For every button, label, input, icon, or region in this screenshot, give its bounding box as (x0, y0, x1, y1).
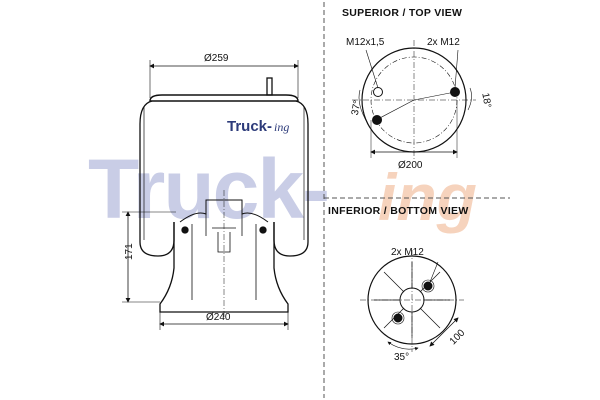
angle-arc-left (358, 89, 369, 125)
view-separators (323, 2, 510, 398)
mounting-bolt-right (450, 87, 460, 97)
top-view (352, 40, 476, 160)
piston-bolt-left (181, 226, 189, 234)
spacing-dimension-line (429, 317, 459, 347)
bottom-diameter-label: Ø240 (206, 312, 231, 323)
piston-bolt-right (259, 226, 267, 234)
bottom-bolt-upper (423, 281, 433, 291)
watermark-main: Truck- (88, 142, 328, 236)
height-label: 171 (124, 243, 135, 260)
angle-arc-right (467, 87, 472, 111)
bellows-inner (143, 106, 305, 240)
watermark: Truck- ing (88, 142, 477, 236)
angle-arc-bottom (387, 341, 419, 351)
leader-bottom-thread (429, 261, 439, 283)
bottom-bolt-lower (393, 313, 403, 323)
leader-thread-pair (454, 49, 459, 89)
spacing-label: 100 (448, 327, 468, 347)
angle-ray-left (375, 99, 415, 121)
bottom-view (360, 250, 464, 352)
angle-ray-right (413, 91, 456, 101)
leader-thread-center (365, 49, 379, 89)
mounting-bolt-left (372, 115, 382, 125)
top-view-title: SUPERIOR / TOP VIEW (342, 7, 462, 19)
angle-right-label: 18° (479, 92, 492, 109)
bottom-bolt-upper-ring (421, 279, 435, 293)
top-plate (149, 94, 299, 102)
bottom-view-title: INFERIOR / BOTTOM VIEW (328, 205, 469, 217)
bottom-angle-label: 35° (394, 352, 409, 363)
logo-suffix: ing (274, 120, 289, 134)
side-view (122, 60, 309, 330)
bottom-thread-pair-label: 2x M12 (391, 247, 424, 258)
thread-pair-label: 2x M12 (427, 37, 460, 48)
pitch-diameter-label: Ø200 (398, 160, 423, 171)
center-thread-hole (373, 87, 383, 97)
piston-internal-lines (191, 214, 257, 300)
brand-logo: Truck- ing (227, 118, 289, 135)
angle-left-label: 37° (350, 99, 363, 116)
bellows-outline (139, 100, 309, 257)
top-diameter-label: Ø259 (204, 53, 229, 64)
piston-top-rim (179, 199, 269, 223)
watermark-suffix: ing (378, 160, 477, 234)
air-inlet-stud (266, 77, 273, 96)
logo-main: Truck- (227, 118, 272, 135)
bottom-bolt-lower-ring (391, 311, 405, 325)
thread-center-label: M12x1,5 (346, 37, 385, 48)
